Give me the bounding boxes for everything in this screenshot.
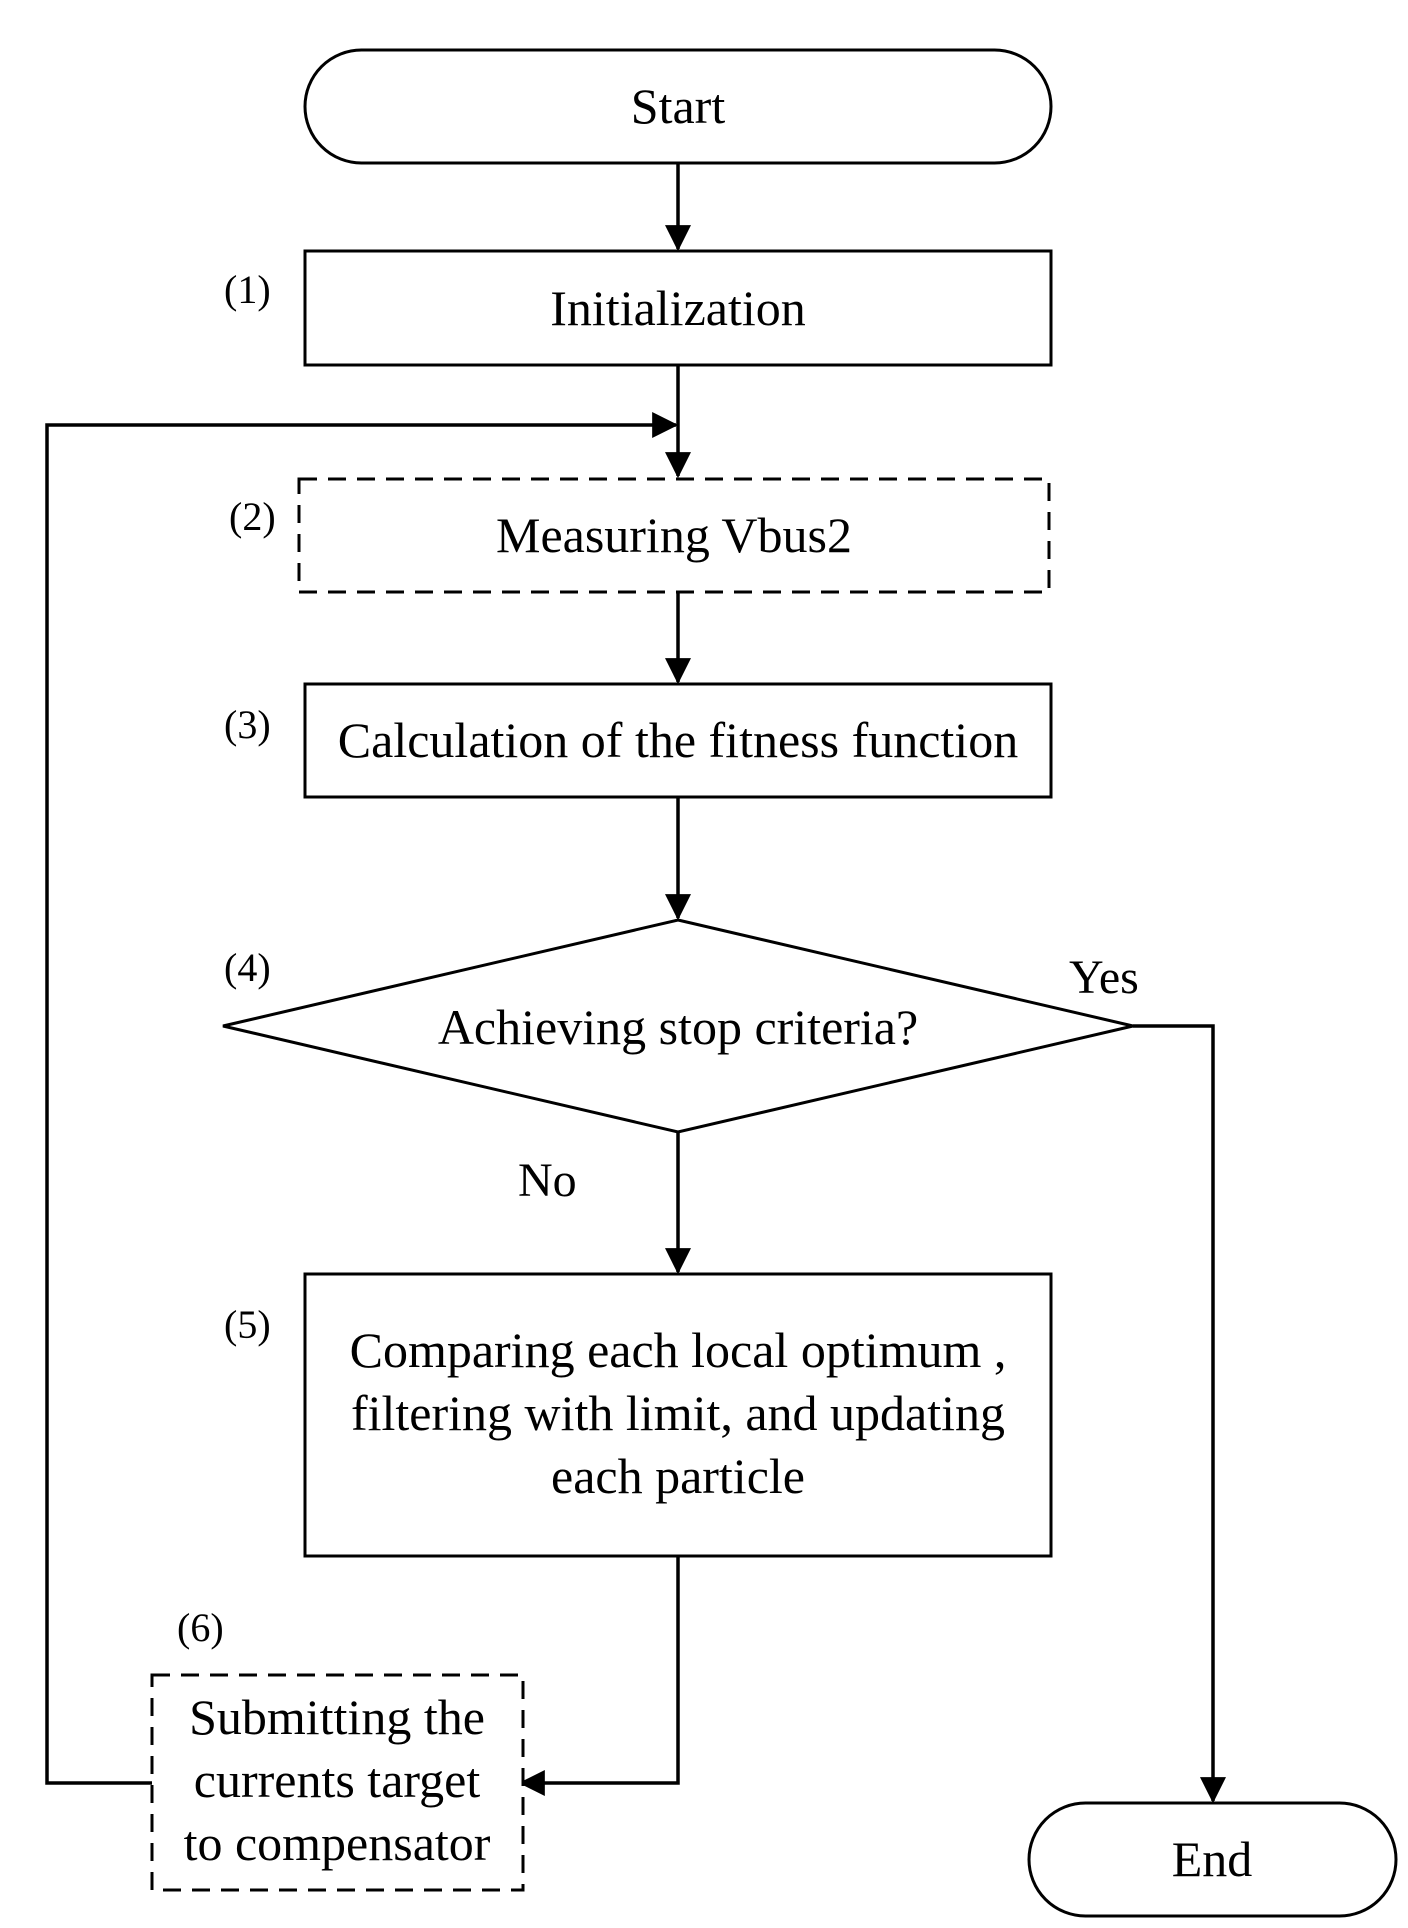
step-5-update: (5) Comparing each local optimum , filte… — [224, 1272, 1053, 1558]
end-terminal: End — [1027, 1801, 1398, 1918]
measuring-box — [297, 477, 1051, 594]
update-label-line-1: Comparing each local optimum , — [350, 1322, 1007, 1378]
start-terminal-shape — [303, 48, 1053, 165]
step-2-number: (2) — [229, 494, 276, 539]
decision-diamond — [222, 918, 1134, 1134]
step-3-number: (3) — [224, 702, 271, 747]
end-terminal-shape — [1027, 1801, 1398, 1918]
step-1-number: (1) — [224, 267, 271, 312]
update-label-line-3: each particle — [551, 1448, 805, 1504]
edge-update-to-submit — [518, 1556, 680, 1796]
initialization-label: Initialization — [550, 280, 805, 336]
edge-submit-loop-to-measuring — [45, 412, 679, 1785]
submit-box — [150, 1673, 525, 1892]
submit-label-line-3: to compensator — [184, 1815, 491, 1871]
update-label-line-2: filtering with limit, and updating — [351, 1385, 1005, 1441]
initialization-box — [303, 249, 1053, 367]
submit-label-line-2: currents target — [194, 1752, 481, 1808]
step-1-initialization: (1) Initialization — [224, 249, 1053, 367]
measuring-label: Measuring Vbus2 — [496, 507, 852, 563]
end-terminal-label: End — [1172, 1831, 1253, 1887]
no-branch-label: No — [518, 1154, 577, 1207]
step-2-measuring: (2) Measuring Vbus2 — [229, 477, 1051, 594]
update-box — [303, 1272, 1053, 1558]
fitness-box — [303, 682, 1053, 799]
submit-label-line-1: Submitting the — [189, 1689, 485, 1745]
step-4-number: (4) — [224, 945, 271, 990]
fitness-label: Calculation of the fitness function — [338, 712, 1018, 768]
decision-label: Achieving stop criteria? — [438, 999, 918, 1055]
step-4-decision: (4) Achieving stop criteria? Yes No — [222, 918, 1139, 1207]
step-6-number: (6) — [177, 1605, 224, 1650]
edge-decision-yes-to-end — [1133, 1024, 1226, 1804]
start-terminal: Start — [303, 48, 1053, 165]
start-terminal-label: Start — [631, 78, 726, 134]
yes-branch-label: Yes — [1069, 951, 1139, 1004]
step-6-submit: (6) Submitting the currents target to co… — [150, 1605, 525, 1892]
step-3-fitness: (3) Calculation of the fitness function — [224, 682, 1053, 799]
step-5-number: (5) — [224, 1302, 271, 1347]
connectors — [45, 163, 1226, 1804]
